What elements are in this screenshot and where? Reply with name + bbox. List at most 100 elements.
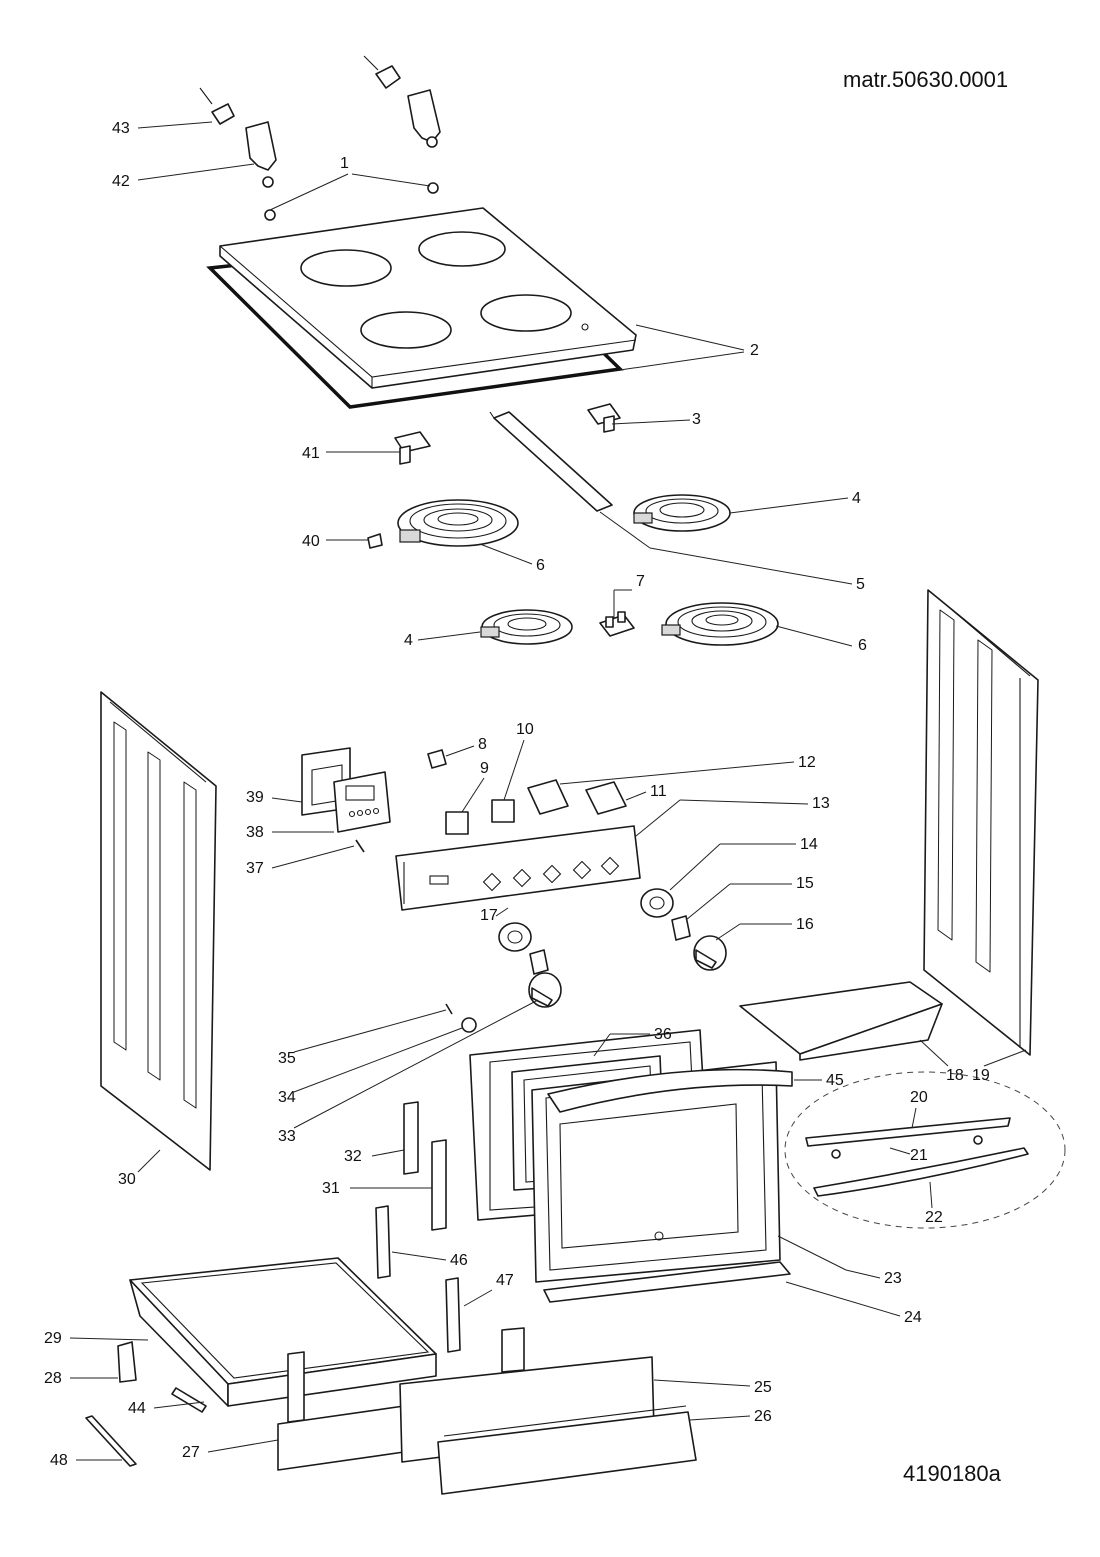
callout-23: 23 — [884, 1270, 902, 1287]
door-hinge-31 — [431, 1139, 447, 1231]
callout-15: 15 — [796, 875, 814, 892]
callout-36: 36 — [654, 1026, 672, 1043]
leader-line-24 — [785, 1281, 901, 1317]
callout-28: 28 — [44, 1370, 62, 1387]
callout-29: 29 — [44, 1330, 62, 1347]
material-code: matr.50630.0001 — [843, 67, 1008, 92]
leader-line-32 — [371, 1149, 405, 1157]
callout-6: 6 — [858, 637, 867, 654]
leader-line-3 — [611, 419, 691, 425]
drawer-runner-46 — [375, 1205, 391, 1279]
callout-45: 45 — [826, 1072, 844, 1089]
leader-line-6 — [479, 543, 533, 565]
switch-9 — [445, 811, 469, 835]
callout-4: 4 — [404, 632, 413, 649]
door-hinge-32 — [403, 1101, 419, 1175]
leader-line-6 — [775, 625, 853, 647]
door-handle — [547, 1068, 793, 1113]
callout-37: 37 — [246, 860, 264, 877]
callout-46: 46 — [450, 1252, 468, 1269]
callout-25: 25 — [754, 1379, 772, 1396]
leader-line-25 — [653, 1379, 751, 1387]
side-panel-left — [100, 691, 217, 1171]
callout-16: 16 — [796, 916, 814, 933]
leader-line-13 — [635, 799, 681, 837]
energy-regulator-11 — [585, 781, 627, 815]
heating-element-large-right — [661, 602, 779, 646]
screw-35 — [445, 1003, 453, 1015]
leader-line-19 — [983, 1049, 1027, 1067]
leader-line-16 — [715, 923, 741, 941]
leader-line-23 — [845, 1269, 881, 1279]
callout-3: 3 — [692, 411, 701, 428]
leader-line-22 — [929, 1181, 933, 1209]
leader-line-29 — [69, 1337, 149, 1341]
callout-18: 18 — [946, 1067, 964, 1084]
clip-28 — [117, 1341, 137, 1383]
callout-22: 22 — [925, 1209, 943, 1226]
clip-40 — [367, 533, 383, 549]
leader-line-44 — [153, 1401, 205, 1409]
leader-line-20 — [911, 1107, 917, 1129]
spring-lower — [529, 949, 549, 975]
heating-element-right-top — [633, 494, 731, 532]
knob-ring-14 — [640, 888, 674, 918]
spring-15 — [671, 915, 691, 941]
leader-line-47 — [463, 1289, 493, 1307]
leader-line-2 — [619, 351, 745, 371]
bracket-41 — [394, 431, 431, 465]
callout-32: 32 — [344, 1148, 362, 1165]
callout-1: 1 — [340, 155, 349, 172]
leader-line-11 — [625, 791, 647, 801]
leader-line-17 — [495, 907, 509, 917]
leader-line-23 — [777, 1235, 847, 1271]
side-panel-right — [923, 589, 1039, 1056]
callout-10: 10 — [516, 721, 534, 738]
callout-41: 41 — [302, 445, 320, 462]
callout-38: 38 — [246, 824, 264, 841]
bracket-3 — [587, 403, 621, 433]
callout-17: 17 — [480, 907, 498, 924]
leader-line-5 — [599, 511, 651, 549]
leader-line-27 — [207, 1439, 279, 1453]
leader-line-14 — [669, 843, 721, 891]
callout-39: 39 — [246, 789, 264, 806]
energy-regulator-12 — [527, 779, 569, 815]
callout-6: 6 — [536, 557, 545, 574]
hinge-clip-right — [363, 55, 441, 148]
callout-30: 30 — [118, 1171, 136, 1188]
leader-line-37 — [271, 845, 355, 869]
leader-line-1 — [269, 173, 349, 211]
leader-line-39 — [271, 797, 303, 803]
support-strip — [489, 411, 613, 512]
drawer-front-27 — [277, 1327, 525, 1471]
terminal-block-7 — [599, 611, 635, 637]
callout-35: 35 — [278, 1050, 296, 1067]
callout-8: 8 — [478, 736, 487, 753]
leader-line-42 — [137, 163, 255, 181]
door-trim-24 — [543, 1261, 791, 1303]
callout-27: 27 — [182, 1444, 200, 1461]
drawer-runner-47 — [445, 1277, 461, 1353]
leader-line-13 — [679, 799, 809, 805]
control-panel — [395, 825, 641, 911]
pin-48 — [85, 1415, 137, 1467]
leader-line-21 — [889, 1147, 911, 1155]
callout-33: 33 — [278, 1128, 296, 1145]
callout-4: 4 — [852, 490, 861, 507]
callout-21: 21 — [910, 1147, 928, 1164]
leader-line-1 — [351, 173, 431, 187]
thermostat-10 — [491, 799, 515, 823]
leader-line-18 — [919, 1039, 949, 1067]
drawing-number: 4190180a — [903, 1461, 1002, 1486]
leader-line-9 — [461, 777, 485, 813]
callout-9: 9 — [480, 760, 489, 777]
switch-8 — [427, 749, 447, 769]
leader-line-35 — [293, 1009, 447, 1053]
handle-inset — [784, 1071, 1066, 1229]
leader-line-4 — [417, 631, 481, 641]
leader-line-12 — [559, 761, 795, 785]
callout-19: 19 — [972, 1067, 990, 1084]
callout-12: 12 — [798, 754, 816, 771]
